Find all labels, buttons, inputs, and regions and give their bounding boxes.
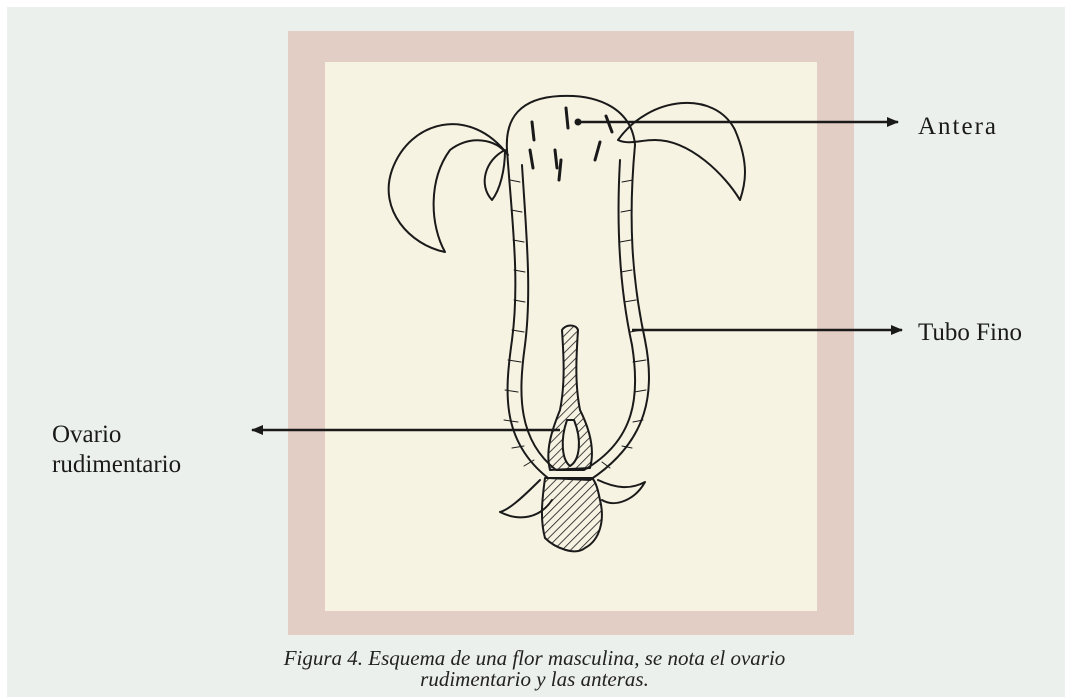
label-antera: Antera	[918, 112, 998, 142]
receptacle	[542, 478, 602, 551]
right-petal	[618, 103, 745, 200]
label-tubo-fino: Tubo Fino	[918, 318, 1022, 348]
caption-line1: Figura 4. Esquema de una flor masculina,…	[0, 648, 1069, 669]
label-ovario-rudimentario: Ovario rudimentario	[52, 420, 252, 480]
right-sepal	[598, 480, 645, 503]
ovary-cavity	[563, 420, 579, 466]
anther-mark	[530, 108, 612, 180]
label-ovario-line2: rudimentario	[52, 450, 252, 480]
left-petal	[389, 124, 508, 252]
caption-line2: rudimentario y las anteras.	[0, 669, 1069, 690]
antera-arrow-origin	[575, 119, 582, 126]
label-ovario-line1: Ovario	[52, 420, 252, 450]
left-petal-fold	[485, 150, 505, 200]
figure-caption: Figura 4. Esquema de una flor masculina,…	[0, 648, 1069, 690]
